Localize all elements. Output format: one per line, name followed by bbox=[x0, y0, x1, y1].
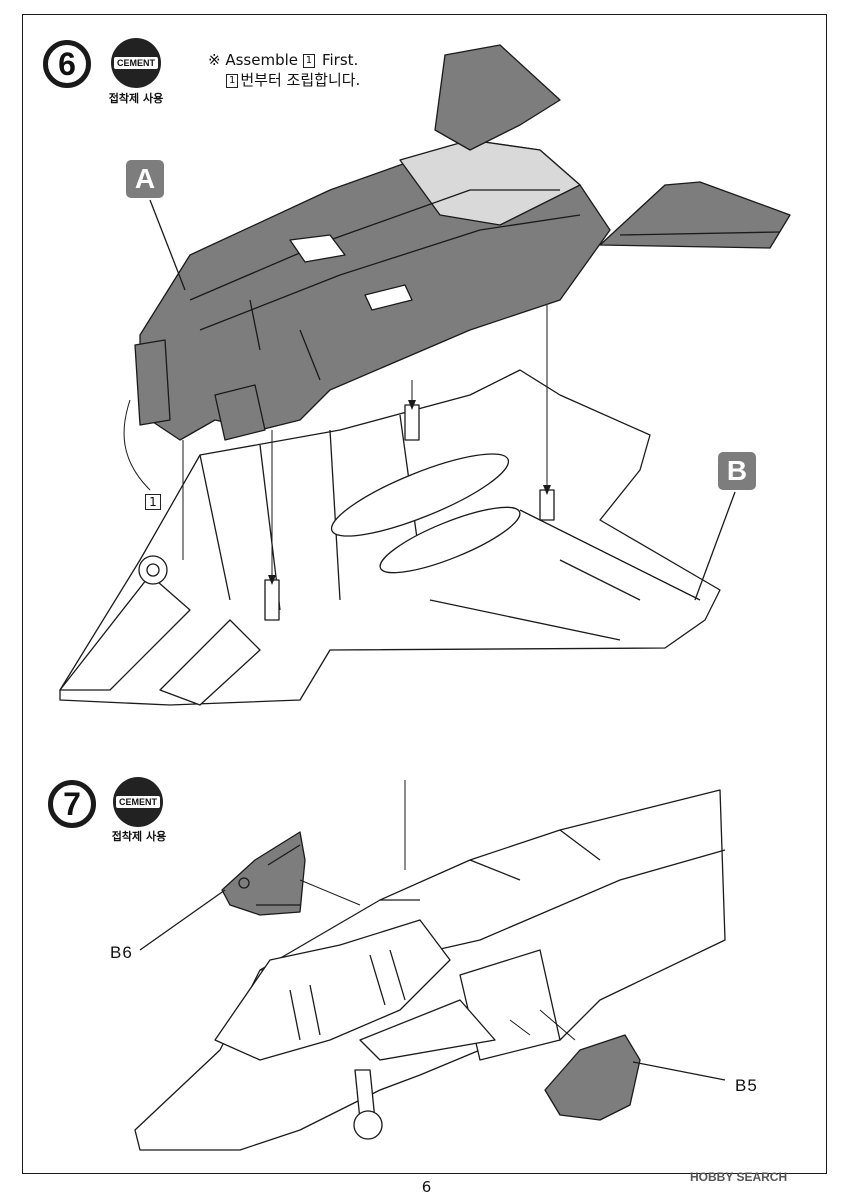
peg-2 bbox=[404, 404, 420, 441]
note-korean: 번부터 조립합니다. bbox=[240, 71, 361, 89]
note-box-1: 1 bbox=[302, 54, 316, 68]
page-frame bbox=[22, 14, 827, 1174]
engine-nozzle-right bbox=[214, 384, 266, 441]
note-first: First. bbox=[321, 51, 359, 69]
note-box-1-ko: 1 bbox=[226, 74, 239, 88]
engine-nozzle-left bbox=[134, 339, 171, 426]
intake-ramp-right bbox=[379, 506, 521, 574]
cement-badge-step-6: CEMENT bbox=[111, 38, 161, 88]
guide-lines-7 bbox=[299, 780, 576, 1041]
part-label-B5: B5 bbox=[735, 1076, 758, 1095]
horizontal-stabilizer bbox=[599, 181, 791, 249]
leader-B5 bbox=[632, 1061, 726, 1081]
step-6-drawing bbox=[59, 44, 791, 706]
note-assemble: Assemble bbox=[225, 51, 299, 69]
callout-A: A bbox=[126, 160, 164, 198]
part-label-B6: B6 bbox=[110, 943, 133, 962]
callout-B: B bbox=[718, 452, 756, 490]
cement-label-step-6: 접착제 사용 bbox=[108, 92, 164, 105]
cockpit-opening bbox=[289, 234, 413, 311]
cement-badge-text: CEMENT bbox=[114, 57, 158, 69]
subassembly-box-1: 1 bbox=[145, 494, 161, 510]
note-marker: ※ bbox=[208, 51, 221, 69]
vertical-tail bbox=[434, 44, 561, 151]
watermark: HOBBY SEARCH bbox=[690, 1170, 788, 1184]
landing-gear-left bbox=[59, 574, 261, 706]
leader-B6 bbox=[139, 889, 226, 951]
intake-ramp-left bbox=[330, 453, 510, 537]
cement-label-step-7: 접착제 사용 bbox=[111, 830, 167, 843]
canard bbox=[359, 999, 496, 1061]
step-7-drawing bbox=[134, 780, 726, 1151]
guide-lines bbox=[123, 305, 548, 580]
part-B6 bbox=[221, 831, 306, 916]
leader-A bbox=[149, 199, 186, 291]
peg-1 bbox=[264, 579, 280, 621]
part-B5 bbox=[544, 1034, 641, 1121]
nose-gear-wheel bbox=[353, 1110, 383, 1140]
cement-badge-step-7: CEMENT bbox=[113, 777, 163, 827]
nose-wheel bbox=[138, 555, 168, 585]
lower-fuselage-wing bbox=[59, 369, 721, 706]
page-number: 6 bbox=[421, 1178, 432, 1196]
step-6-number: 6 bbox=[43, 40, 91, 88]
cement-badge-text: CEMENT bbox=[116, 796, 160, 808]
step-7-number: 7 bbox=[48, 780, 96, 828]
leader-B bbox=[694, 491, 736, 601]
